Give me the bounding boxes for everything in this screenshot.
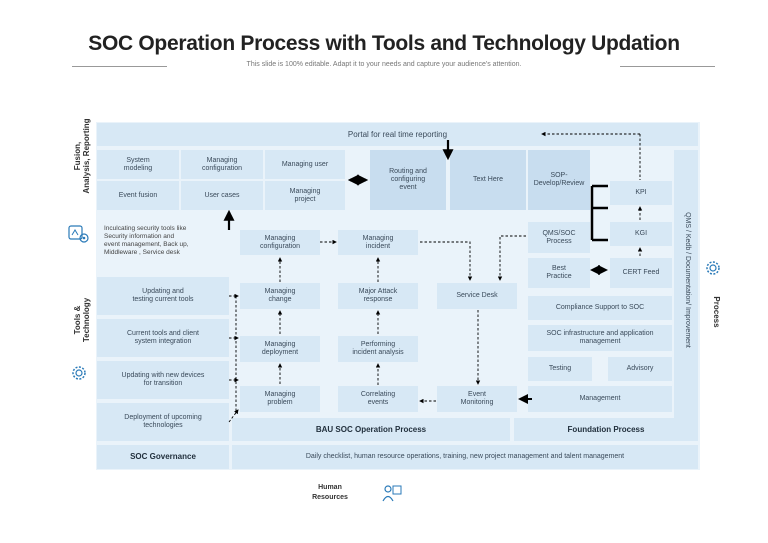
text-here-box: Text Here (450, 150, 526, 210)
best-practice-box: Best Practice (528, 258, 590, 288)
advisory-box: Advisory (608, 357, 672, 381)
human-resources-label: Human Resources (312, 484, 348, 501)
qms-band (674, 150, 698, 440)
portal-box: Portal for real time reporting (97, 123, 698, 146)
compliance-box: Compliance Support to SOC (528, 296, 672, 320)
people-icon (382, 485, 402, 502)
user-cases-box: User cases (181, 181, 263, 210)
gear-gauge-icon (68, 225, 89, 243)
managing-user-box: Managing user (265, 150, 345, 179)
managing-configuration-top-box: Managing configuration (181, 150, 263, 179)
current-tools-box: Current tools and client system integrat… (97, 319, 229, 357)
managing-incident-box: Managing incident (338, 230, 418, 255)
gear-icon (72, 366, 86, 380)
page-subtitle: This slide is 100% editable. Adapt it to… (246, 61, 522, 68)
managing-configuration-mid-box: Managing configuration (240, 230, 320, 255)
kpi-box: KPI (610, 181, 672, 205)
updating-testing-box: Updating and testing current tools (97, 277, 229, 315)
major-attack-box: Major Attack response (338, 283, 418, 309)
soc-governance-box: SOC Governance (97, 445, 229, 469)
managing-change-box: Managing change (240, 283, 320, 309)
correlating-box: Correlating events (338, 386, 418, 412)
updating-devices-box: Updating with new devices for transition (97, 361, 229, 399)
system-modeling-box: System modeling (97, 150, 179, 179)
subtitle-line-left (72, 66, 167, 67)
subtitle-line-right (620, 66, 715, 67)
performing-incident-box: Performing incident analysis (338, 336, 418, 362)
daily-checklist-box: Daily checklist, human resource operatio… (232, 445, 698, 469)
soc-infra-box: SOC infrastructure and application manag… (528, 325, 672, 351)
foundation-box: Foundation Process (514, 418, 698, 441)
gear-icon (706, 261, 720, 275)
testing-box: Testing (528, 357, 592, 381)
qms-soc-box: QMS/SOC Process (528, 222, 590, 253)
routing-box: Routing and configuring event (370, 150, 446, 210)
kgi-box: KGI (610, 222, 672, 246)
event-monitoring-box: Event Monitoring (437, 386, 517, 412)
event-fusion-box: Event fusion (97, 181, 179, 210)
sop-box: SOP- Develop/Review (528, 150, 590, 210)
page-title: SOC Operation Process with Tools and Tec… (88, 32, 680, 55)
bau-box: BAU SOC Operation Process (232, 418, 510, 441)
managing-project-box: Managing project (265, 181, 345, 210)
managing-problem-box: Managing problem (240, 386, 320, 412)
managing-deployment-box: Managing deployment (240, 336, 320, 362)
cert-feed-box: CERT Feed (610, 258, 672, 288)
deployment-upcoming-box: Deployment of upcoming technologies (97, 403, 229, 441)
security-tools-note: Inculcating security tools like Security… (104, 225, 189, 256)
management-box: Management (528, 386, 672, 412)
service-desk-box: Service Desk (437, 283, 517, 309)
